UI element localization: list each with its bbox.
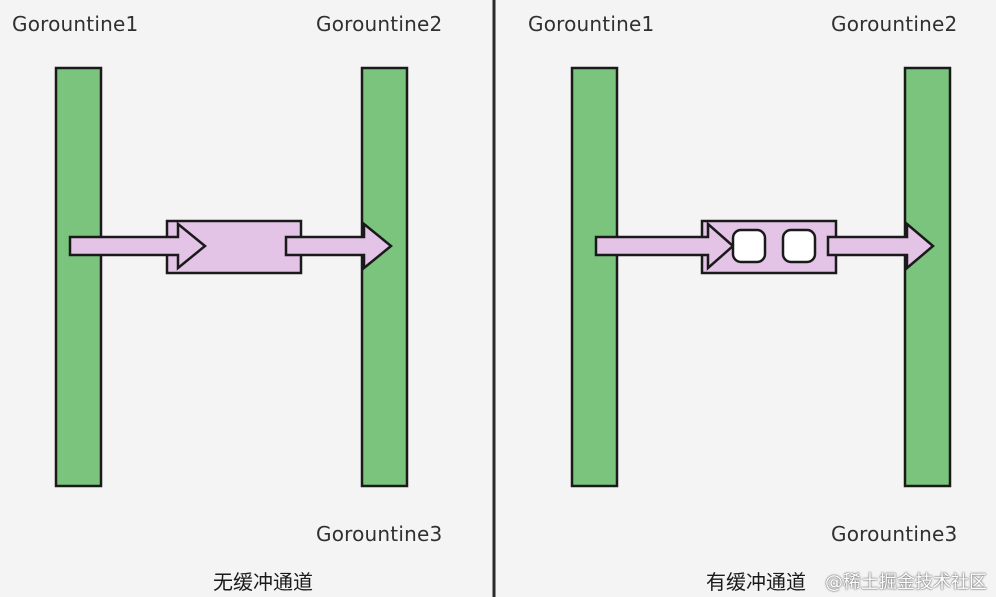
left-label-goroutine1: Gorountine1	[12, 12, 139, 36]
buffer-slot-1	[731, 228, 767, 264]
watermark-text: @稀土掘金技术社区	[825, 572, 987, 593]
left-label-goroutine2: Gorountine2	[316, 12, 443, 36]
left-goroutine2-bar	[360, 66, 409, 488]
right-goroutine1-bar	[570, 66, 619, 488]
right-label-goroutine2: Gorountine2	[831, 12, 958, 36]
left-receive-arrow	[284, 221, 393, 271]
right-send-arrow	[594, 221, 735, 271]
left-goroutine1-bar	[54, 66, 103, 488]
buffer-slot-2	[781, 228, 817, 264]
right-label-goroutine1: Gorountine1	[528, 12, 655, 36]
left-label-goroutine3: Gorountine3	[316, 522, 443, 546]
right-label-goroutine3: Gorountine3	[831, 522, 958, 546]
right-caption: 有缓冲通道	[706, 570, 806, 594]
left-caption: 无缓冲通道	[213, 570, 313, 594]
right-goroutine2-bar	[903, 66, 952, 488]
left-send-arrow	[68, 221, 207, 271]
right-receive-arrow	[826, 221, 935, 271]
